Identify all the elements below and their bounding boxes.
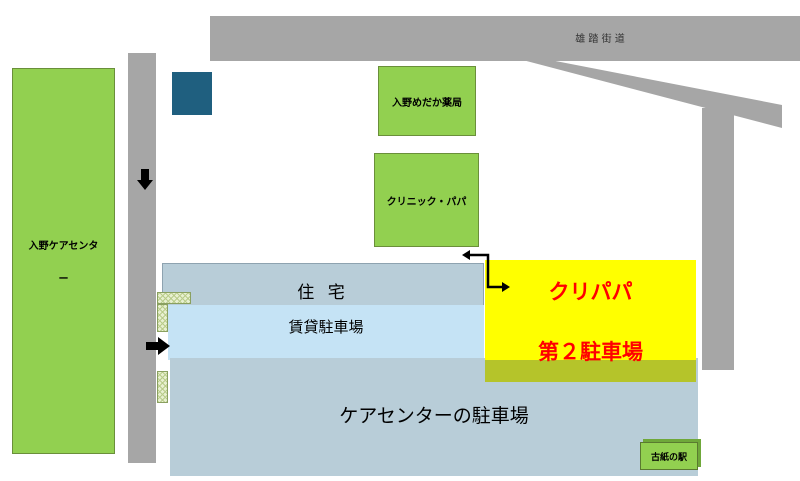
kuripapa-parking-label-2: 第２駐車場 — [538, 339, 643, 364]
pharmacy-label: 入野めだか薬局 — [392, 97, 462, 109]
kuripapa-parking-label-1: クリパパ — [548, 279, 633, 304]
recycle-station: 古紙の駅 — [640, 442, 698, 470]
east-road — [702, 108, 734, 370]
care-parking-label: ケアセンターの駐車場 — [339, 405, 529, 427]
care-center-label-2: ー — [58, 274, 69, 285]
main-road-label: 雄 踏 街 道 — [575, 34, 625, 45]
recycle-station-label: 古紙の駅 — [650, 452, 687, 463]
rental-parking-label: 賃貸駐車場 — [288, 318, 364, 336]
olive-strip — [485, 359, 696, 382]
housing-label: 住 宅 — [297, 283, 349, 303]
care-center-building: 入野ケアセンタ ー — [12, 68, 115, 454]
west-road — [128, 53, 156, 463]
kuripapa-parking-area — [485, 260, 696, 360]
clinic-label: クリニック・パパ — [386, 196, 467, 208]
pharmacy-building: 入野めだか薬局 — [378, 66, 476, 136]
entrance-marker-side — [157, 304, 168, 332]
route-arrow-icon — [462, 250, 510, 292]
arrow-right-icon — [146, 337, 170, 355]
arrow-down-icon — [137, 169, 153, 190]
entrance-marker-bottom — [157, 371, 168, 403]
main-road — [210, 16, 800, 61]
rental-parking-area — [168, 305, 484, 360]
housing-area — [162, 263, 484, 306]
care-center-label-1: 入野ケアセンタ — [28, 241, 99, 252]
dark-square-building — [172, 72, 212, 115]
clinic-building: クリニック・パパ — [374, 153, 479, 247]
entrance-marker-top — [157, 292, 191, 304]
